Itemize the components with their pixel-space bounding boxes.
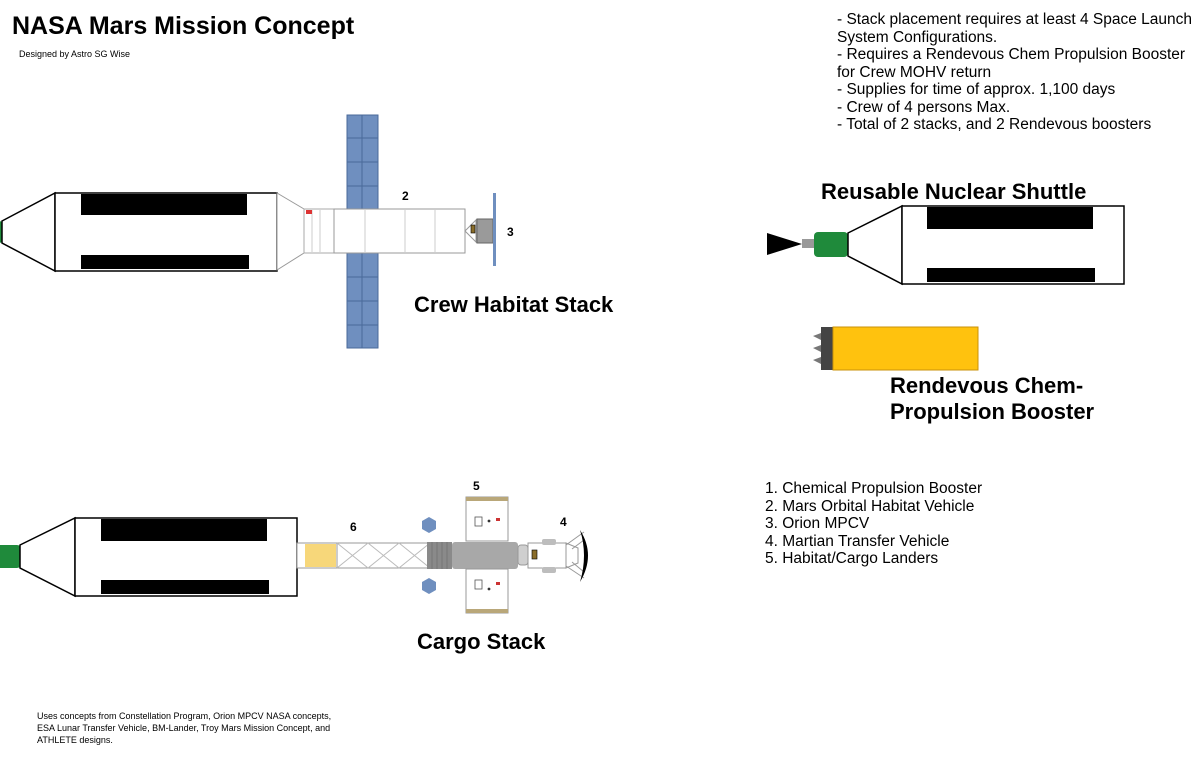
note-item: - Requires a Rendevous Chem Propulsion B… <box>837 46 1186 81</box>
booster-nozzle-3 <box>813 357 821 364</box>
aerobrake-shield <box>580 530 588 582</box>
crew-adapter-ring <box>303 208 335 254</box>
cargo-stack <box>0 496 588 614</box>
shuttle-label: Reusable Nuclear Shuttle <box>821 179 1087 204</box>
shuttle-nozzle-throat <box>802 239 814 248</box>
cargo-tank-cone <box>19 516 76 598</box>
cargo-capsule-cone <box>565 542 579 569</box>
lander-top <box>465 496 509 542</box>
designer-credit: Designed by Astro SG Wise <box>19 49 131 59</box>
crew-habitat-stack <box>0 114 496 349</box>
martian-transfer-vehicle-core <box>427 542 452 569</box>
legend-item: 2. Mars Orbital Habitat Vehicle <box>765 497 975 515</box>
cargo-tank-stripe-bottom <box>101 580 269 594</box>
booster-aft-skirt <box>821 327 833 370</box>
shuttle-tank-stripe-top <box>927 207 1093 229</box>
crew-tank-stripe-bottom <box>81 255 249 269</box>
cargo-stack-label: Cargo Stack <box>417 629 546 654</box>
booster-nozzle-2 <box>813 345 821 352</box>
crew-flag-decal <box>306 210 312 214</box>
crew-tank-cone <box>1 191 56 273</box>
legend-item: 3. Orion MPCV <box>765 515 870 532</box>
cargo-orion-pod-bottom <box>542 567 556 573</box>
mars-orbital-habitat-module <box>333 208 466 254</box>
booster-label: Rendevous Chem-Propulsion Booster <box>890 373 1095 424</box>
note-item: - Supplies for time of approx. 1,100 day… <box>837 81 1116 98</box>
booster-body <box>832 326 979 371</box>
crew-adapter-cone <box>276 192 305 271</box>
cargo-orion-pod-top <box>542 539 556 545</box>
component-legend: 1. Chemical Propulsion Booster 2. Mars O… <box>765 480 995 568</box>
note-item: - Stack placement requires at least 4 Sp… <box>837 11 1192 46</box>
legend-item: 4. Martian Transfer Vehicle <box>765 532 950 550</box>
note-item: - Total of 2 stacks, and 2 Rendevous boo… <box>837 116 1152 133</box>
radiator-hex-top <box>422 517 436 533</box>
orion-solar-wing <box>493 193 496 266</box>
lander-bottom <box>465 568 509 614</box>
shuttle-tank-cone <box>847 204 903 286</box>
martian-transfer-vehicle-body <box>452 542 518 569</box>
booster-nozzle-1 <box>813 333 821 340</box>
marker-cargo-landers: 5 <box>473 479 480 493</box>
cargo-truss-tank <box>305 544 336 567</box>
legend-item: 5. Habitat/Cargo Landers <box>765 550 939 567</box>
marker-crew-hab: 2 <box>402 189 409 203</box>
note-item: - Crew of 4 persons Max. <box>837 98 1011 116</box>
marker-cargo-truss: 6 <box>350 520 357 534</box>
shuttle-engine <box>814 232 848 257</box>
orion-window <box>470 224 476 234</box>
orion-service-module <box>476 218 494 244</box>
shuttle-exhaust-cone <box>767 233 802 255</box>
crew-tank-stripe-top <box>81 194 247 215</box>
cargo-tank-stripe-top <box>101 519 267 541</box>
marker-cargo-transfer: 4 <box>560 515 567 529</box>
legend-item: 1. Chemical Propulsion Booster <box>765 480 983 497</box>
mission-notes: - Stack placement requires at least 4 Sp… <box>837 11 1197 134</box>
source-credits: Uses concepts from Constellation Program… <box>37 711 332 745</box>
cargo-docking-ring <box>517 544 529 566</box>
radiator-hex-bottom <box>422 578 436 594</box>
cargo-engine-nozzle <box>0 545 22 568</box>
shuttle-tank-stripe-bottom <box>927 268 1095 282</box>
crew-stack-label: Crew Habitat Stack <box>414 292 614 317</box>
page-title: NASA Mars Mission Concept <box>12 12 355 40</box>
reusable-nuclear-shuttle <box>767 204 1125 286</box>
marker-crew-orion: 3 <box>507 225 514 239</box>
rendevous-chem-booster <box>813 326 979 371</box>
